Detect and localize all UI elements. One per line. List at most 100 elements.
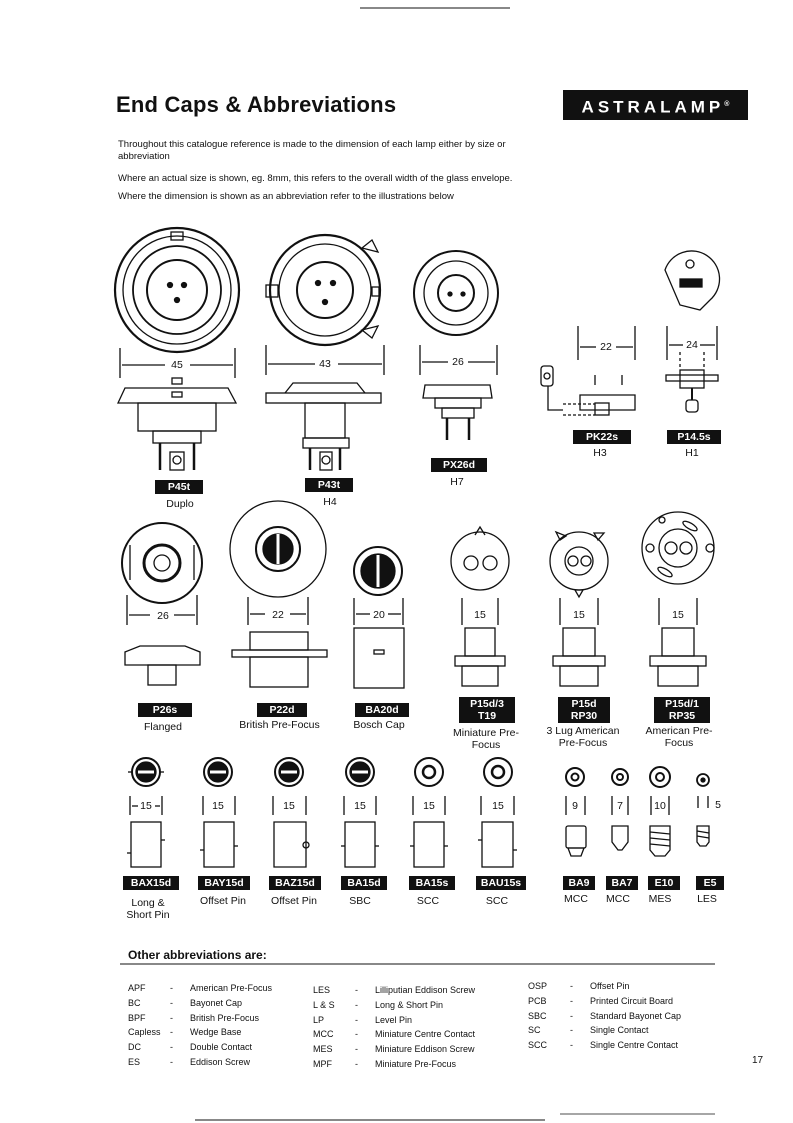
dim-label: 20	[373, 609, 385, 621]
dim-label: 15	[492, 800, 504, 812]
abbreviation-key: ES	[128, 1056, 141, 1067]
other-abbreviations-heading: Other abbreviations are:	[128, 948, 267, 962]
cap-name: SCC	[485, 895, 509, 907]
abbreviations-column-3: OSP-Offset Pin PCB-Printed Circuit Board…	[528, 979, 681, 1053]
dim-label: 22	[600, 341, 612, 353]
cap-name: MES	[648, 893, 672, 905]
dim-label: 15	[354, 800, 366, 812]
abbreviation-key: MCC	[313, 1029, 334, 1040]
abbreviation-value: Double Contact	[190, 1042, 253, 1053]
cap-name: Flanged	[144, 721, 182, 733]
abbreviation-value: Eddison Screw	[190, 1056, 251, 1067]
cap-name: SCC	[416, 895, 440, 907]
pk22s-cap-drawing	[540, 326, 636, 416]
abbreviation-row: MES-Miniature Eddison Screw	[313, 1042, 475, 1057]
abbreviation-value: Lilliputian Eddison Screw	[375, 985, 476, 995]
abbreviation-value: Miniature Pre-Focus	[375, 1058, 457, 1069]
p45t-cap-drawing	[113, 226, 241, 471]
cap-name: H1	[685, 447, 699, 459]
cap-code-badge: E5	[696, 876, 724, 890]
abbreviation-key: APF	[128, 983, 146, 993]
abbreviation-value: Standard Bayonet Cap	[590, 1010, 682, 1021]
abbreviation-row: Capless-Wedge Base	[128, 1025, 272, 1040]
dim-label: 9	[572, 800, 578, 812]
cap-code-badge: BA7	[606, 876, 638, 890]
abbreviation-row: DC-Double Contact	[128, 1040, 272, 1055]
abbreviation-value: Wedge Base	[190, 1027, 242, 1038]
abbreviation-value: American Pre-Focus	[190, 983, 273, 993]
intro-paragraph-3: Where the dimension is shown as an abbre…	[118, 191, 454, 202]
cap-code-badge: BA20d	[355, 703, 409, 717]
abbreviations-column-1: APF-American Pre-Focus BC-Bayonet Cap BP…	[128, 981, 272, 1070]
cap-name: British Pre-Focus	[239, 719, 320, 731]
abbreviation-key: OSP	[528, 981, 548, 991]
dim-label: 15	[573, 609, 585, 621]
bayonet-caps-drawings	[127, 757, 710, 868]
cap-name: H7	[450, 476, 464, 488]
abbreviation-value: Printed Circuit Board	[590, 995, 674, 1006]
abbreviation-row: MCC-Miniature Centre Contact	[313, 1027, 475, 1042]
abbreviation-value: Miniature Eddison Screw	[375, 1044, 475, 1055]
dim-label: 5	[715, 799, 721, 811]
cap-code-badge: P15d/1 RP35	[654, 697, 710, 723]
page-number: 17	[752, 1055, 764, 1066]
abbreviation-row: L & S-Long & Short Pin	[313, 998, 475, 1013]
abbreviation-key: PCB	[528, 995, 547, 1006]
abbreviation-row: LP-Level Pin	[313, 1013, 475, 1028]
cap-name: H4	[323, 496, 337, 508]
cap-code-badge: P26s	[138, 703, 192, 717]
abbreviation-key: MES	[313, 1044, 333, 1055]
abbreviation-row: BPF-British Pre-Focus	[128, 1011, 272, 1026]
dim-label: 45	[171, 359, 183, 371]
cap-code-badge: PK22s	[573, 430, 631, 444]
abbreviation-row: SC-Single Contact	[528, 1023, 681, 1038]
p15d1-rp35-cap-drawing	[641, 511, 715, 687]
cap-name: American Pre- Focus	[645, 725, 713, 749]
abbreviation-row: OSP-Offset Pin	[528, 979, 681, 994]
cap-name: Long & Short Pin	[126, 897, 170, 921]
abbreviation-row: SCC-Single Centre Contact	[528, 1038, 681, 1053]
abbreviation-row: SBC-Standard Bayonet Cap	[528, 1009, 681, 1024]
abbreviation-key: SC	[528, 1025, 541, 1036]
dim-label: 43	[319, 358, 331, 370]
cap-code-badge: BA15s	[409, 876, 455, 890]
dim-label: 26	[157, 610, 169, 622]
cap-name: LES	[697, 893, 717, 905]
cap-code-badge: BA9	[563, 876, 595, 890]
px26d-cap-drawing	[413, 250, 499, 440]
intro-paragraph-2: Where an actual size is shown, eg. 8mm, …	[118, 173, 513, 184]
cap-name: Offset Pin	[200, 895, 246, 907]
cap-name: H3	[593, 447, 607, 459]
abbreviation-row: PCB-Printed Circuit Board	[528, 994, 681, 1009]
abbreviation-key: LP	[313, 1014, 325, 1025]
dim-label: 7	[617, 800, 623, 812]
abbreviation-row: ES-Eddison Screw	[128, 1055, 272, 1070]
abbreviation-key: SCC	[528, 1040, 548, 1051]
cap-name: MCC	[606, 893, 630, 905]
cap-code-badge: P22d	[257, 703, 307, 717]
abbreviation-key: BC	[128, 997, 141, 1008]
cap-code-badge: BAY15d	[198, 876, 250, 890]
abbreviation-value: Miniature Centre Contact	[375, 1029, 476, 1040]
p22d-cap-drawing	[229, 500, 328, 688]
cap-code-badge: PX26d	[431, 458, 487, 472]
abbreviations-column-2: LES-Lilliputian Eddison Screw L & S-Long…	[313, 983, 475, 1072]
p26s-cap-drawing	[121, 522, 203, 686]
cap-code-badge: BAX15d	[123, 876, 179, 890]
abbreviation-row: LES-Lilliputian Eddison Screw	[313, 983, 475, 998]
p14-5s-cap-drawing	[664, 250, 721, 413]
abbreviation-row: APF-American Pre-Focus	[128, 981, 272, 996]
abbreviation-value: British Pre-Focus	[190, 1012, 260, 1023]
cap-name: SBC	[349, 895, 371, 907]
p15d-rp30-cap-drawing	[549, 530, 609, 687]
abbreviation-key: L & S	[313, 999, 335, 1010]
dim-label: 15	[283, 800, 295, 812]
cap-name: Duplo	[166, 498, 194, 510]
cap-name: MCC	[564, 893, 588, 905]
cap-name: Offset Pin	[271, 895, 317, 907]
dim-label: 15	[423, 800, 435, 812]
astralamp-logo: ASTRALAMP®	[563, 90, 748, 120]
abbreviation-key: Capless	[128, 1027, 161, 1038]
abbreviation-value: Offset Pin	[590, 981, 630, 991]
